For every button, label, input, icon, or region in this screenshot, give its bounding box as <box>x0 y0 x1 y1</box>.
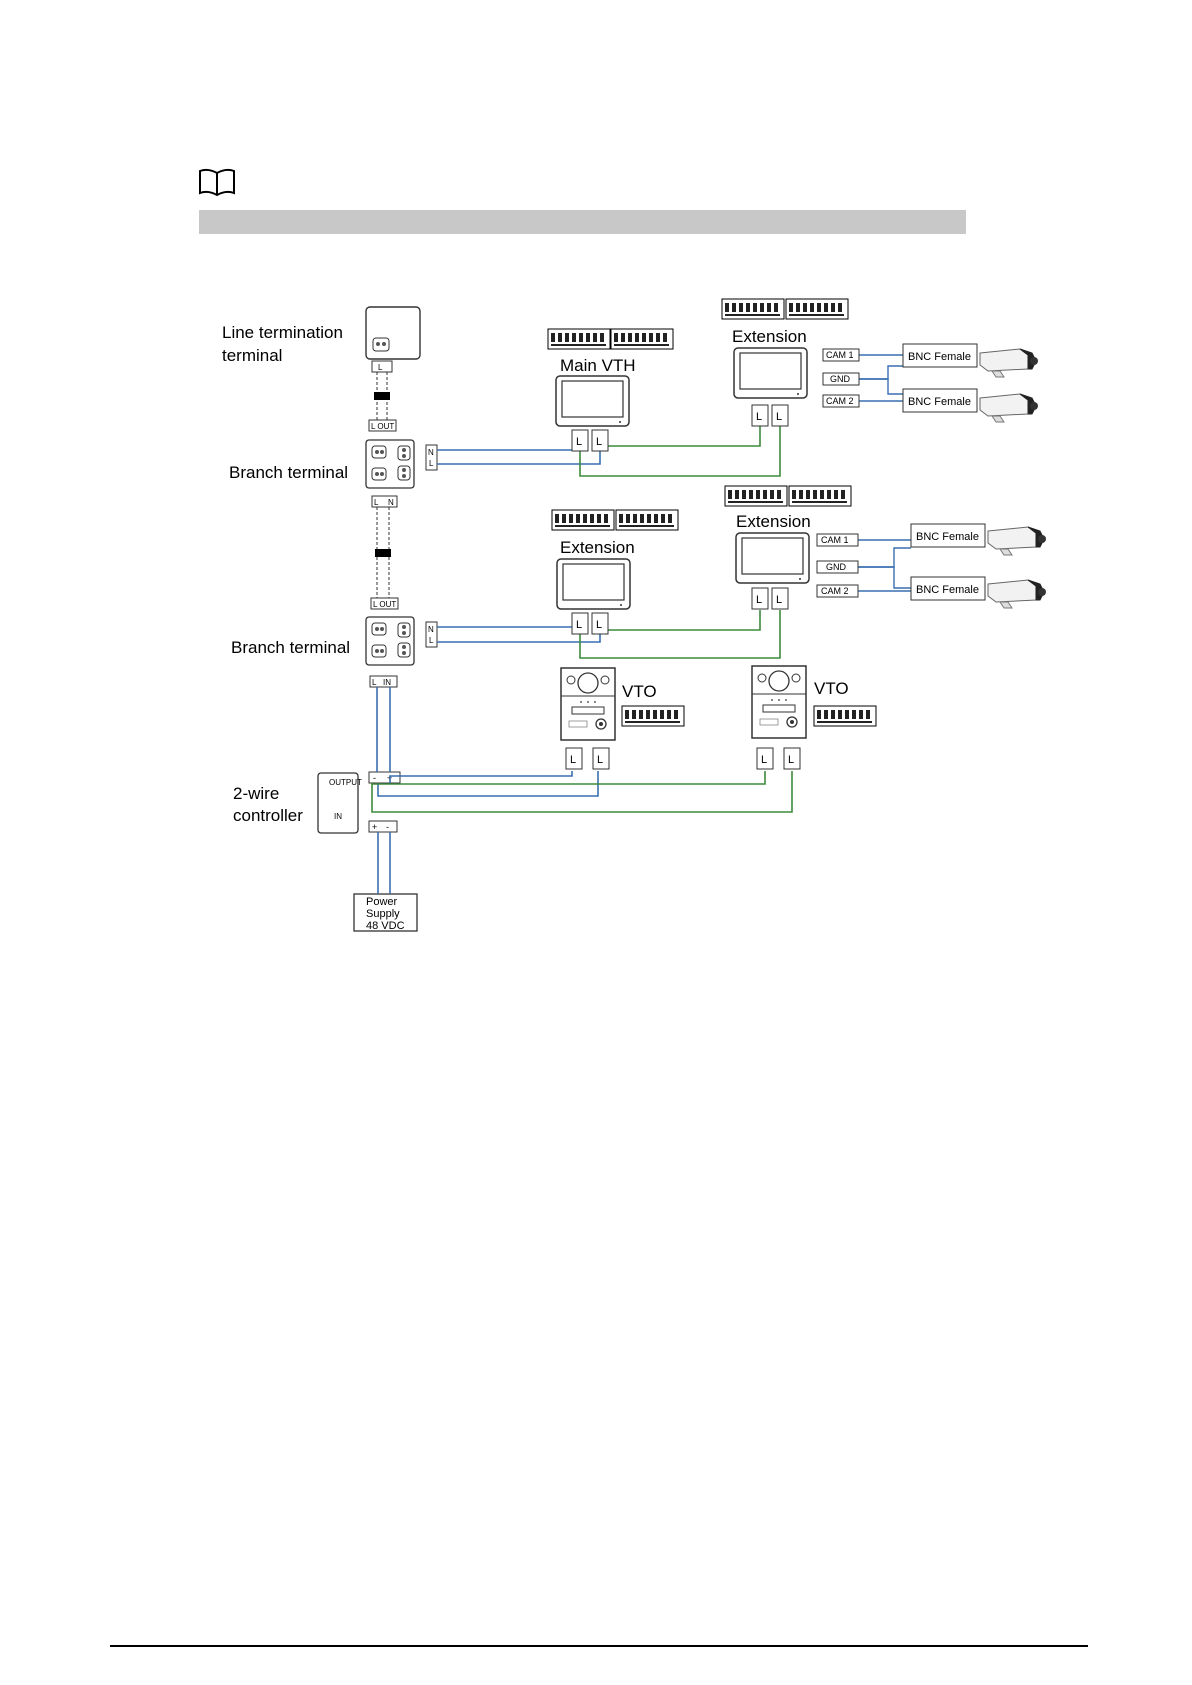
cam2-label-1: CAM 2 <box>826 396 854 406</box>
power-supply-l3: 48 VDC <box>366 920 405 932</box>
bnc-female-4: BNC Female <box>916 584 979 596</box>
main-vth: Main VTH L L <box>548 329 673 451</box>
branch-terminal-1: Branch terminal N L L N L OUT <box>229 440 437 609</box>
branch1-out: L OUT <box>373 600 396 609</box>
controller-output: OUTPUT <box>329 778 362 787</box>
extension-3-port-1: L <box>756 594 762 606</box>
bnc-female-1: BNC Female <box>908 351 971 363</box>
gnd-label-1: GND <box>830 374 851 384</box>
cam1-label-1: CAM 1 <box>826 350 854 360</box>
branch2-bottom-in: IN <box>383 678 391 687</box>
branch1-bottom-n: N <box>388 498 394 507</box>
vto-1-label: VTO <box>622 682 657 701</box>
main-vth-label: Main VTH <box>560 356 636 375</box>
camera-group-2: CAM 1 GND CAM 2 BNC Female BNC Female <box>817 524 1046 608</box>
footer-rule <box>110 1645 1088 1647</box>
controller-label: 2-wire <box>233 784 279 803</box>
line-termination-terminal: Line termination terminal L L OUT <box>222 307 420 431</box>
extension-3-label: Extension <box>736 512 811 531</box>
line-termination-label: Line termination <box>222 323 343 342</box>
extension-2-label: Extension <box>560 538 635 557</box>
bnc-female-3: BNC Female <box>916 531 979 543</box>
branch2-side-l: L <box>429 636 434 645</box>
vto-1: VTO L L <box>561 668 684 769</box>
main-vth-port-1: L <box>576 436 582 448</box>
cam1-label-2: CAM 1 <box>821 535 849 545</box>
branch2-side-n: N <box>428 625 434 634</box>
vto-2-port-2: L <box>788 754 794 766</box>
vto-2: VTO L L <box>752 666 876 769</box>
extension-2-port-1: L <box>576 619 582 631</box>
branch1-side-l: L <box>429 459 434 468</box>
main-vth-port-2: L <box>596 436 602 448</box>
camera-group-1: CAM 1 GND CAM 2 BNC Female BNC Female <box>823 344 1038 422</box>
line-termination-out: L OUT <box>371 422 394 431</box>
controller-out-minus: - <box>373 773 376 783</box>
branch-terminal-2: Branch terminal N L L IN <box>231 617 437 687</box>
controller-in: IN <box>334 812 342 821</box>
vto-1-port-1: L <box>570 754 576 766</box>
line-termination-port: L <box>378 363 383 372</box>
branch2-bottom-l: L <box>372 678 377 687</box>
branch-terminal-1-label: Branch terminal <box>229 463 348 482</box>
extension-2-port-2: L <box>596 619 602 631</box>
extension-1-port-2: L <box>776 411 782 423</box>
branch1-side-n: N <box>428 448 434 457</box>
extension-3-port-2: L <box>776 594 782 606</box>
branch-terminal-2-label: Branch terminal <box>231 638 350 657</box>
controller-in-minus: - <box>386 822 389 832</box>
two-wire-controller: 2-wire controller OUTPUT IN - + + - <box>233 772 400 833</box>
controller-label-2: controller <box>233 806 303 825</box>
power-supply-l1: Power <box>366 896 398 908</box>
bnc-female-2: BNC Female <box>908 396 971 408</box>
extension-1-label: Extension <box>732 327 807 346</box>
vto-1-port-2: L <box>597 754 603 766</box>
vto-2-port-1: L <box>761 754 767 766</box>
vto-2-label: VTO <box>814 679 849 698</box>
wiring-diagram: Line termination terminal L L OUT Branch… <box>0 0 1192 1000</box>
branch1-bottom-l: L <box>374 498 379 507</box>
extension-2: Extension L L <box>552 510 678 634</box>
power-supply: Power Supply 48 VDC <box>354 894 417 932</box>
extension-1-port-1: L <box>756 411 762 423</box>
line-termination-label-2: terminal <box>222 346 282 365</box>
gnd-label-2: GND <box>826 562 847 572</box>
controller-in-plus: + <box>372 822 377 832</box>
cam2-label-2: CAM 2 <box>821 586 849 596</box>
power-supply-l2: Supply <box>366 908 400 920</box>
